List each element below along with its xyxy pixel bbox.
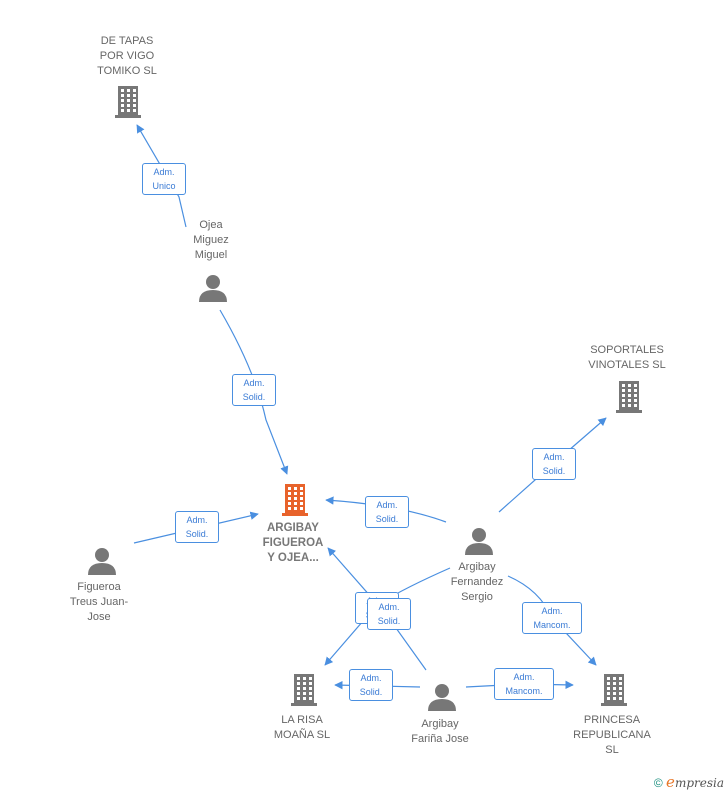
edge-label-jose-to-main[interactable]: Adm. Solid. bbox=[367, 598, 411, 630]
brand-logo: empresia bbox=[666, 773, 724, 791]
edge-label-sergio-to-soportales[interactable]: Adm. Solid. bbox=[532, 448, 576, 480]
node-label-soportales[interactable]: SOPORTALES VINOTALES SL bbox=[588, 344, 666, 371]
edge-label-ojea-to-de_tapas[interactable]: Adm. Unico bbox=[142, 163, 186, 195]
person-icon-jose[interactable] bbox=[428, 684, 456, 711]
edge-ojea-to-main bbox=[219, 309, 289, 475]
person-icon-ojea[interactable] bbox=[199, 275, 227, 302]
edge-label-ojea-to-main[interactable]: Adm. Solid. bbox=[232, 374, 276, 406]
node-label-larisa[interactable]: LA RISA MOAÑA SL bbox=[273, 714, 331, 741]
node-label-jose[interactable]: Argibay Fariña Jose bbox=[411, 718, 469, 745]
footer-brand: © empresia bbox=[654, 773, 724, 791]
edge-ojea-to-de_tapas bbox=[136, 124, 187, 228]
edge-label-sergio-to-main[interactable]: Adm. Solid. bbox=[365, 496, 409, 528]
building-icon-larisa[interactable] bbox=[291, 674, 317, 706]
edge-label-jose-to-princesa[interactable]: Adm. Mancom. bbox=[494, 668, 554, 700]
person-icon-figueroa[interactable] bbox=[88, 548, 116, 575]
edge-label-sergio-to-princesa[interactable]: Adm. Mancom. bbox=[522, 602, 582, 634]
copyright-symbol: © bbox=[653, 776, 663, 790]
building-icon-main[interactable] bbox=[282, 484, 308, 516]
node-label-princesa[interactable]: PRINCESA REPUBLICANA SL bbox=[573, 713, 651, 756]
building-icon-soportales[interactable] bbox=[616, 381, 642, 413]
node-label-main[interactable]: ARGIBAY FIGUEROA Y OJEA... bbox=[262, 521, 324, 564]
building-icon-princesa[interactable] bbox=[601, 674, 627, 706]
person-icon-sergio[interactable] bbox=[465, 528, 493, 555]
node-label-sergio[interactable]: Argibay Fernandez Sergio bbox=[450, 560, 504, 603]
node-label-ojea[interactable]: Ojea Miguez Miguel bbox=[193, 218, 229, 261]
building-icon-de_tapas[interactable] bbox=[115, 86, 141, 118]
node-label-figueroa[interactable]: Figueroa Treus Juan- Jose bbox=[69, 580, 129, 623]
edge-label-figueroa-to-main[interactable]: Adm. Solid. bbox=[175, 511, 219, 543]
node-label-de_tapas[interactable]: DE TAPAS POR VIGO TOMIKO SL bbox=[97, 34, 157, 77]
edge-label-jose-to-larisa[interactable]: Adm. Solid. bbox=[349, 669, 393, 701]
